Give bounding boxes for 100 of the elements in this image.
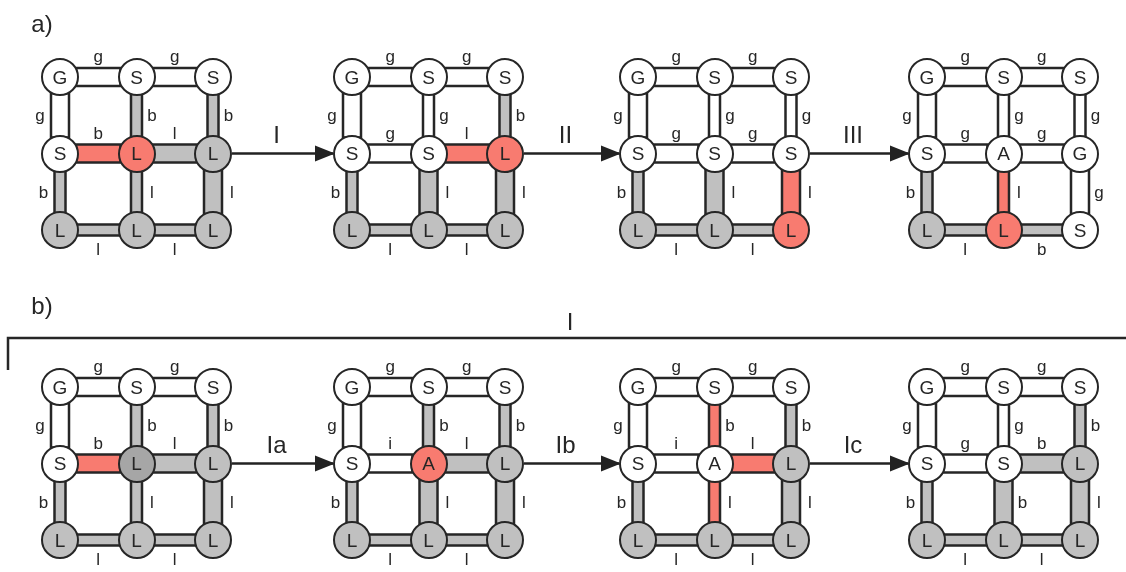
bond-label: g (960, 124, 970, 141)
bond-label: g (170, 47, 180, 65)
atom-circle: L (41, 211, 79, 249)
atom-circle: L (41, 521, 79, 559)
atom-circle: L (619, 521, 657, 559)
atom-circle: L (1061, 521, 1099, 559)
atom-circle: S (1061, 368, 1099, 406)
atom-circle: L (409, 211, 448, 249)
bond-label: b (147, 416, 157, 434)
bond-band (443, 376, 491, 398)
bond-band (366, 143, 414, 164)
atom-circle: A (984, 134, 1023, 173)
bond-label: l (230, 183, 234, 201)
atom-circle: L (333, 211, 371, 249)
bond-label: g (462, 47, 472, 65)
bond-band (729, 453, 777, 474)
atom-circle: G (619, 368, 657, 406)
bond-label: b (515, 416, 526, 434)
arrow-label: Ib (555, 432, 576, 457)
bond-label: b (515, 106, 526, 124)
bond-band (941, 66, 989, 88)
atom-circle: L (772, 521, 810, 559)
bond-label: b (439, 416, 449, 434)
bond-band (1018, 66, 1066, 88)
atom-circle: L (695, 211, 734, 249)
bond-label: l (808, 183, 812, 201)
atom-circle: S (1061, 211, 1099, 249)
atom-circle: L (333, 521, 371, 559)
atom-circle: L (1061, 444, 1099, 483)
bond-label: l (674, 240, 679, 257)
bond-label: g (93, 357, 103, 375)
bond-label: l (445, 183, 450, 201)
bond-label: b (616, 493, 627, 511)
bond-label: g (960, 357, 970, 375)
bond-label: g (902, 106, 912, 124)
bond-label: g (1037, 124, 1047, 141)
atom-circle: S (117, 368, 156, 406)
atom-circle: A (409, 444, 448, 483)
atom-circle: S (486, 368, 524, 406)
bond-label: l (963, 550, 968, 567)
bond-band (418, 478, 439, 526)
atom-circle: S (1061, 58, 1099, 96)
panel-label: b) (31, 294, 53, 318)
bond-band (1069, 168, 1091, 216)
bond-label: l (674, 550, 679, 567)
atom-circle: L (772, 211, 810, 249)
bond-label: l (750, 240, 755, 257)
bond-label: g (748, 357, 758, 375)
atom-circle: L (695, 521, 734, 559)
bond-label: l (464, 124, 469, 141)
bond-label: l (172, 550, 177, 567)
bond-band (780, 168, 802, 216)
bond-label: g (613, 106, 623, 124)
bond-label: g (385, 124, 395, 141)
atom-circle: S (409, 134, 448, 173)
bond-band (652, 453, 700, 474)
bond-label: l (522, 493, 526, 511)
bond-label: l (388, 240, 393, 257)
bond-band (151, 376, 199, 398)
bond-band (627, 401, 649, 449)
bond-band (151, 66, 199, 88)
bond-label: l (464, 550, 469, 567)
bond-band (916, 91, 938, 139)
bond-band (652, 376, 700, 398)
bond-band (729, 143, 777, 164)
bond-label: l (172, 240, 177, 257)
atom-circle: G (333, 368, 371, 406)
bond-label: b (725, 416, 735, 434)
atom-circle: L (117, 134, 156, 173)
bond-label: g (671, 47, 681, 65)
bond-label: b (38, 493, 49, 511)
bond-label: g (748, 124, 758, 141)
bond-label: l (750, 434, 755, 451)
bond-band (941, 143, 989, 164)
bond-band (652, 143, 700, 164)
atom-circle: S (695, 368, 734, 406)
bond-label: b (905, 183, 916, 201)
bond-label: l (808, 493, 812, 511)
atom-circle: G (908, 368, 946, 406)
bond-label: l (522, 183, 526, 201)
bond-band (366, 66, 414, 88)
bond-label: l (963, 240, 968, 257)
bond-label: i (388, 434, 393, 451)
bond-label: i (674, 434, 679, 451)
reaction-arrow (524, 145, 621, 162)
bond-band (1018, 143, 1066, 164)
bond-band (341, 401, 363, 449)
bond-label: g (170, 357, 180, 375)
atom-circle: G (333, 58, 371, 96)
panel-label: a) (31, 12, 53, 36)
bond-label: g (462, 357, 472, 375)
bond-label: l (172, 434, 177, 451)
bond-band (941, 376, 989, 398)
atom-circle: L (908, 211, 946, 249)
bond-label: g (439, 106, 449, 124)
atom-circle: L (117, 521, 156, 559)
atom-circle: S (486, 58, 524, 96)
reaction-arrow (232, 145, 335, 162)
atom-circle: S (772, 134, 810, 173)
atom-circle: G (619, 58, 657, 96)
